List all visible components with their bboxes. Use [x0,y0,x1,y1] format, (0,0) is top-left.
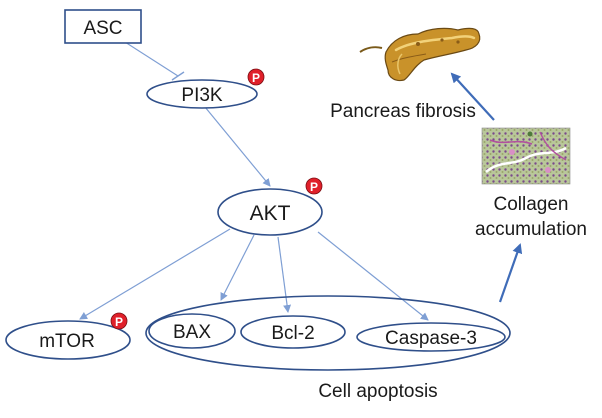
pi3k-node [146,79,258,109]
bax-node [148,313,236,349]
caspase3-label: Caspase-3 [385,328,477,349]
pi3k-to-akt-arrow [204,106,271,187]
cell-apoptosis-label: Cell apoptosis [318,381,437,402]
pi3k-phospho-label: P [252,71,260,85]
mtor-label: mTOR [39,331,95,352]
bax-label: BAX [173,322,211,343]
mtor-phospho-badge: P [110,312,128,330]
mtor-node [5,320,131,360]
asc-inhibits-pi3k-edge [124,41,179,77]
pancreas-illustration [359,27,481,82]
asc-node [64,9,142,44]
akt-to-mtor-arrow [79,228,231,320]
akt-phospho-badge: P [305,177,323,195]
akt-to-bax-arrow [220,234,255,301]
akt-node [217,188,323,236]
collagen-to-fibrosis-arrow [450,72,495,121]
pancreas-fibrosis-label: Pancreas fibrosis [330,101,476,122]
akt-to-caspase3-arrow [317,231,429,321]
pi3k-label: PI3K [181,85,223,106]
bcl2-label: Bcl-2 [271,323,314,344]
collagen-label-line2: accumulation [475,219,587,240]
asc-label: ASC [83,18,122,39]
pi3k-phospho-badge: P [247,68,265,86]
collagen-histology-image [481,127,571,185]
caspase3-node [356,322,506,352]
akt-label: AKT [250,202,291,225]
akt-to-bcl2-arrow [277,236,292,313]
collagen-label-line1: Collagen [494,194,569,215]
inhibition-bar [171,71,185,81]
cell-apoptosis-group [145,295,511,371]
bcl2-node [240,315,346,349]
apoptosis-to-collagen-arrow [498,243,523,303]
akt-phospho-label: P [310,180,318,194]
mtor-phospho-label: P [115,315,123,329]
